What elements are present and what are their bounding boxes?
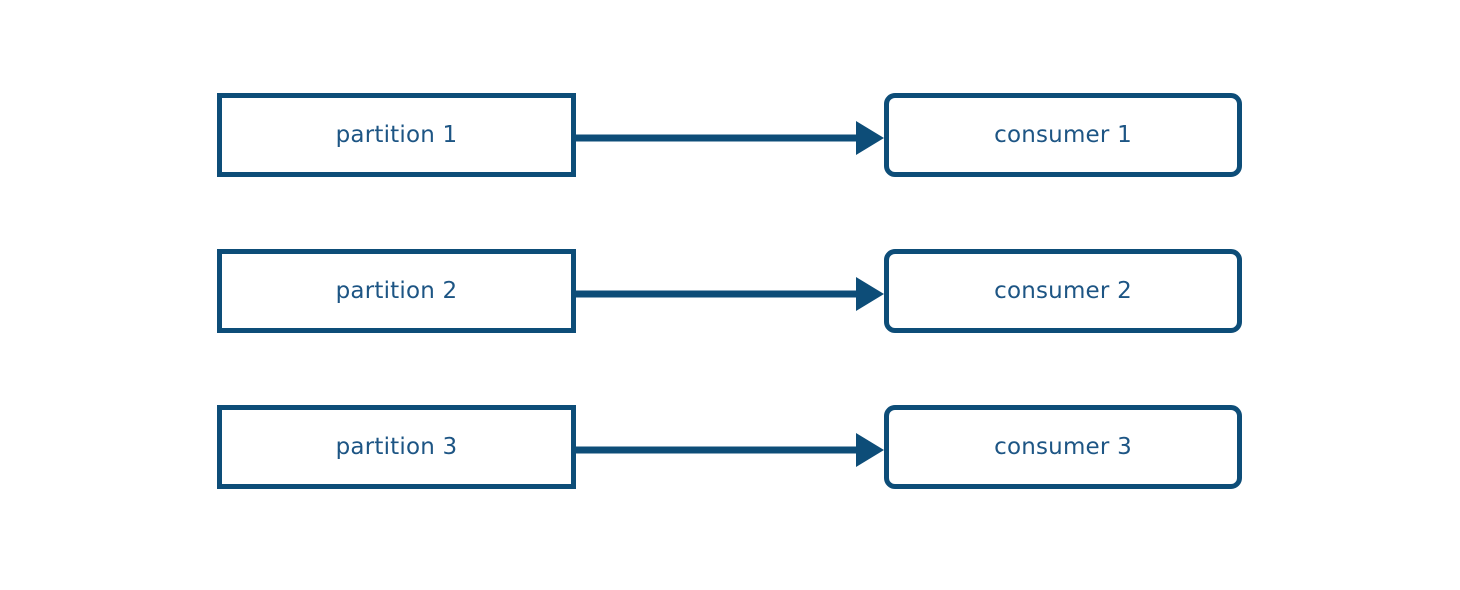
- arrow-right-icon: [576, 277, 884, 311]
- consumer-label: consumer 2: [994, 277, 1132, 304]
- partition-label: partition 1: [335, 121, 458, 148]
- mapping-row: partition 2 consumer 2: [0, 249, 1460, 339]
- consumer-box-2[interactable]: consumer 2: [884, 249, 1242, 333]
- partition-label: partition 3: [335, 433, 458, 460]
- arrow-right-icon: [576, 433, 884, 467]
- mapping-row: partition 1 consumer 1: [0, 93, 1460, 183]
- arrow-right-icon: [576, 121, 884, 155]
- consumer-box-1[interactable]: consumer 1: [884, 93, 1242, 177]
- consumer-box-3[interactable]: consumer 3: [884, 405, 1242, 489]
- arrow-connector-2: [574, 274, 886, 311]
- partition-label: partition 2: [335, 277, 458, 304]
- arrow-connector-3: [574, 430, 886, 467]
- partition-box-1[interactable]: partition 1: [217, 93, 576, 177]
- mapping-row: partition 3 consumer 3: [0, 405, 1460, 495]
- consumer-label: consumer 1: [994, 121, 1132, 148]
- partition-box-2[interactable]: partition 2: [217, 249, 576, 333]
- partition-box-3[interactable]: partition 3: [217, 405, 576, 489]
- consumer-label: consumer 3: [994, 433, 1132, 460]
- arrow-connector-1: [574, 118, 886, 155]
